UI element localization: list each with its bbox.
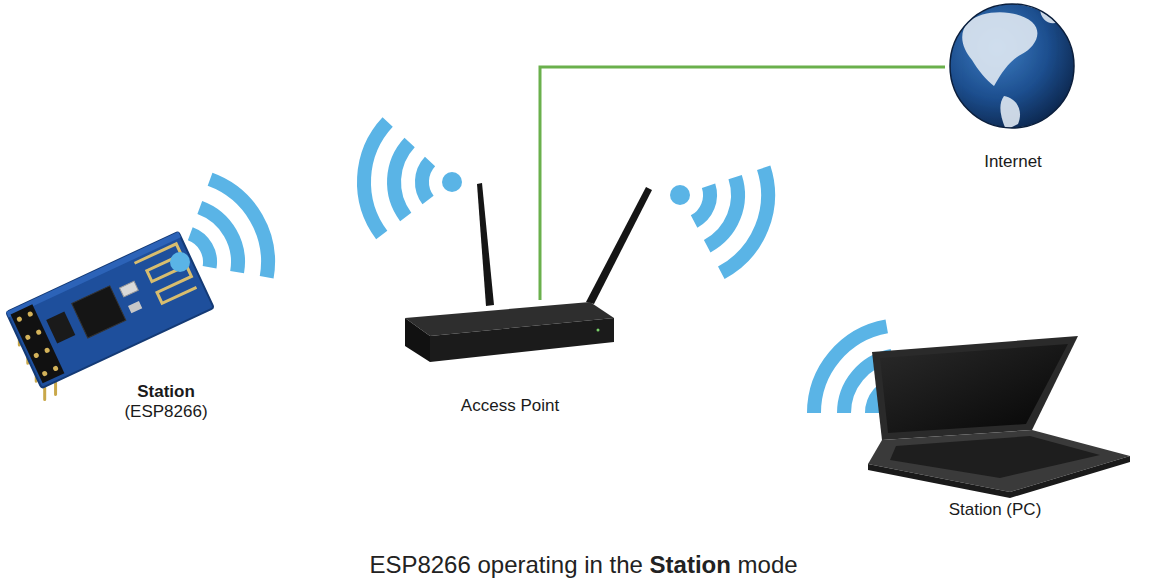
globe [950, 4, 1074, 130]
figure-label: Internet [984, 152, 1042, 172]
figure-caption: ESP8266 operating in the Station mode [0, 550, 1167, 580]
figure-node: Internet [945, 0, 1081, 172]
laptop [868, 336, 1130, 498]
wifi-signals [172, 121, 921, 442]
figure-label: Access Point [461, 396, 559, 416]
figure-node: Station (PC) [860, 330, 1130, 520]
network-cable [540, 67, 945, 300]
figure-label: Station (PC) [949, 500, 1042, 520]
figure-node: Access Point [405, 300, 615, 416]
router [405, 183, 652, 362]
figure-label: (ESP8266) [124, 402, 207, 422]
figure-node: Station(ESP8266) [100, 230, 232, 422]
esp8266-module [4, 232, 218, 400]
figure-label: Station [137, 382, 195, 402]
